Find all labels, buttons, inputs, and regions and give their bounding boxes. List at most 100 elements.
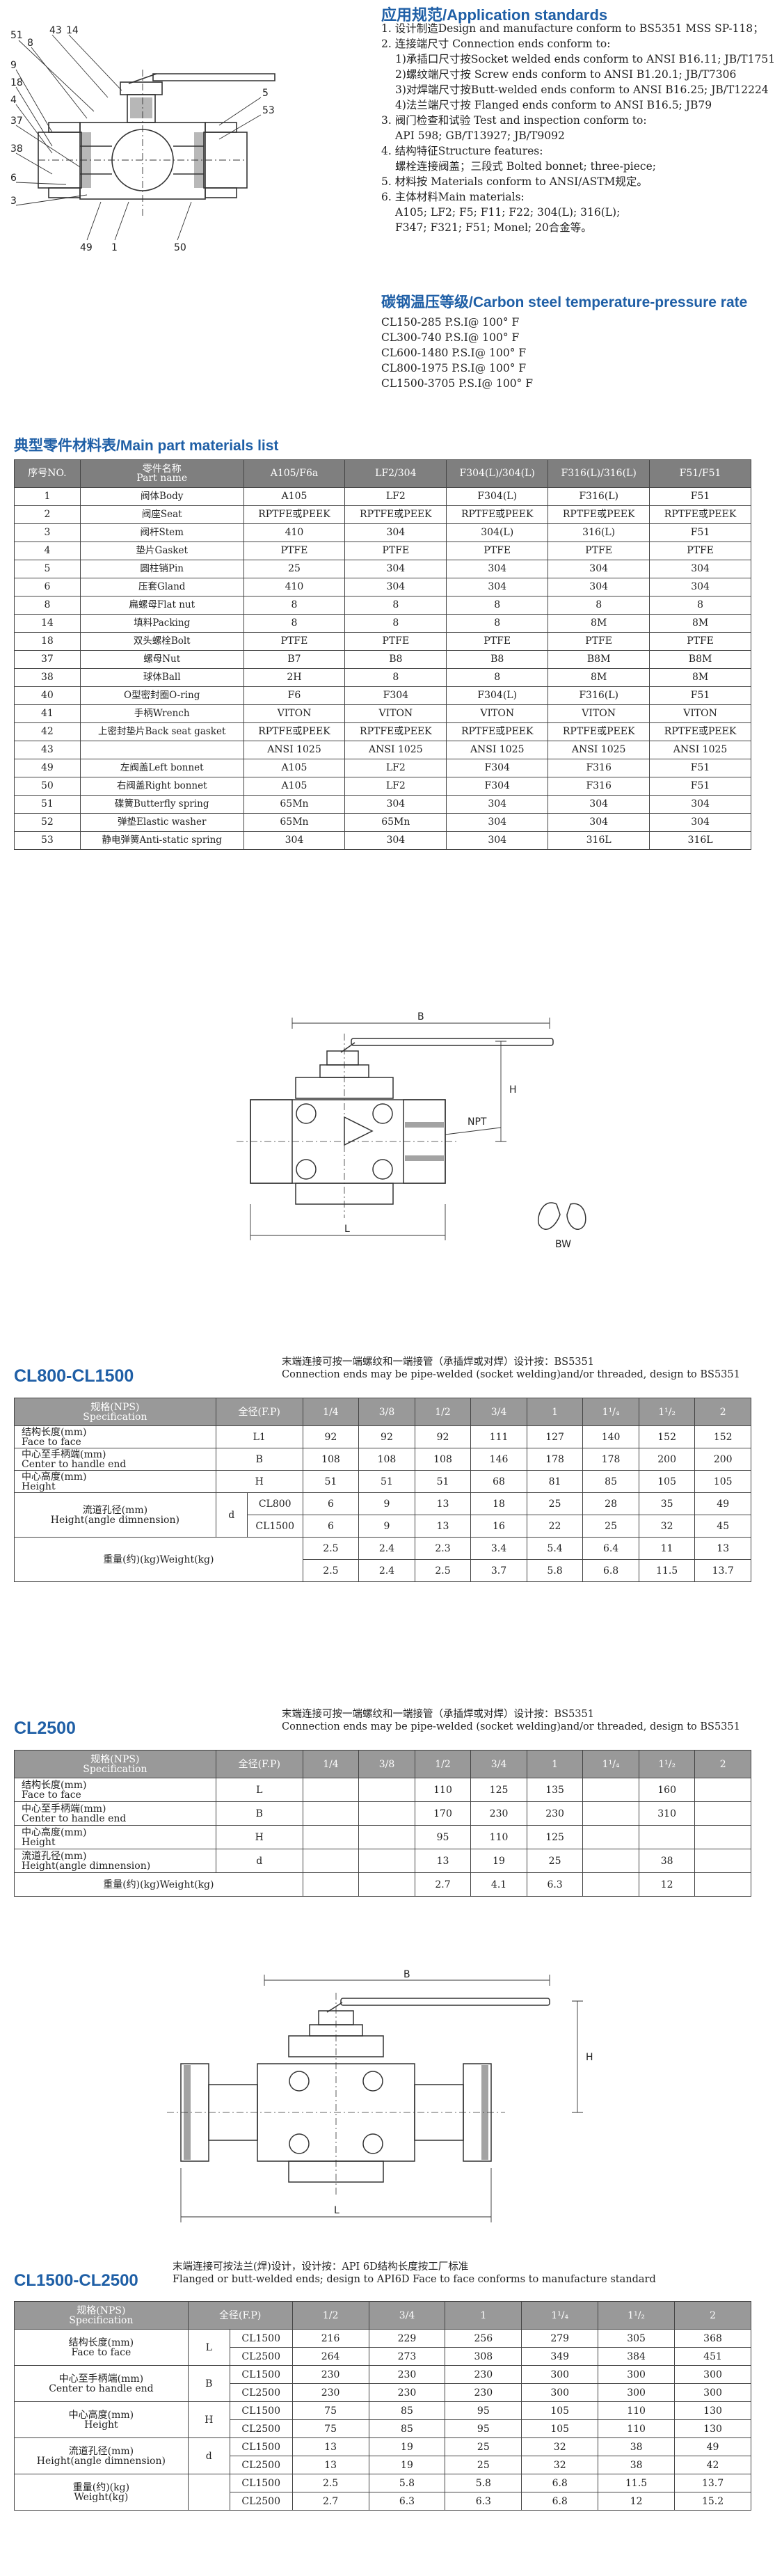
dim-value: 308 xyxy=(445,2347,522,2366)
cell-cn: 中心至手柄端(mm) xyxy=(22,1448,106,1460)
dim-value: 51 xyxy=(358,1470,415,1493)
dim-label: 流道孔径(mm)Height(angle dimnension) xyxy=(14,1849,216,1873)
material-cell: 304 xyxy=(446,560,549,578)
material-cell: 25 xyxy=(243,560,346,578)
part-no: 40 xyxy=(14,686,81,705)
material-cell: B8 xyxy=(344,650,447,669)
material-cell: RPTFE或PEEK xyxy=(649,505,751,524)
part-name-en: O-ring xyxy=(169,690,200,701)
label-14: 14 xyxy=(66,25,79,36)
part-name: 填料Packing xyxy=(79,614,244,633)
part-name: 静电弹簧Anti-static spring xyxy=(79,831,244,850)
dim-value: 300 xyxy=(521,2365,599,2384)
part-name: 右阀盖Right bonnet xyxy=(79,777,244,796)
cell-en: Height xyxy=(22,1836,56,1848)
material-cell: F51 xyxy=(649,487,751,506)
part-no: 53 xyxy=(14,831,81,850)
dim-value: 230 xyxy=(368,2365,446,2384)
size-header: 1¹/₄ xyxy=(582,1750,639,1778)
dim-symbol: L xyxy=(215,1778,303,1802)
material-cell: RPTFE或PEEK xyxy=(243,722,346,741)
dim-value: 45 xyxy=(694,1515,751,1538)
material-cell: PTFE xyxy=(548,632,650,651)
dim-value: 110 xyxy=(598,2401,676,2420)
part-no: 4 xyxy=(14,542,81,560)
material-cell: RPTFE或PEEK xyxy=(344,722,447,741)
part-name-cn: 螺母 xyxy=(143,654,163,665)
material-cell: PTFE xyxy=(548,542,650,560)
dim-value xyxy=(694,1849,751,1873)
dim-value: 230 xyxy=(291,2365,369,2384)
pressure-class: CL2500 xyxy=(229,2347,293,2366)
dim-value: 12 xyxy=(638,1872,696,1897)
cell-en: Face to face xyxy=(22,1789,81,1801)
material-cell: 65Mn xyxy=(243,795,346,814)
dim-value: 256 xyxy=(445,2329,522,2348)
size-header: 1/2 xyxy=(414,1398,472,1426)
material-cell: 304 xyxy=(446,795,549,814)
material-cell: F316(L) xyxy=(548,686,650,705)
material-cell: 316L xyxy=(649,831,751,850)
pressure-class: CL1500 xyxy=(229,2329,293,2348)
dim-value: 95 xyxy=(445,2401,522,2420)
dim-value: 130 xyxy=(674,2419,751,2438)
cell-cn: 中心至手柄端(mm) xyxy=(58,2373,144,2385)
spec-header: 规格(NPS)Specification xyxy=(14,2301,189,2330)
dim-value: 310 xyxy=(638,1801,696,1826)
dim-value xyxy=(582,1849,639,1873)
rate-line: CL300-740 P.S.I@ 100° F xyxy=(381,331,520,344)
size-header: 3/8 xyxy=(358,1750,415,1778)
label-3: 3 xyxy=(10,196,17,207)
cell-en: Face to face xyxy=(22,1436,81,1448)
dim-value: 140 xyxy=(582,1425,639,1448)
dim-value: 51 xyxy=(414,1470,472,1493)
size-header: 1 xyxy=(445,2301,522,2330)
dim-value xyxy=(582,1825,639,1849)
cell-en: Specification xyxy=(83,1763,147,1775)
size-header: 1¹/₂ xyxy=(638,1398,696,1426)
size-header: 1¹/₂ xyxy=(638,1750,696,1778)
spec-header: 规格(NPS)Specification xyxy=(14,1750,216,1778)
cell-en: Center to handle end xyxy=(22,1812,127,1824)
dim-value: 85 xyxy=(368,2419,446,2438)
handle-shape xyxy=(152,73,275,81)
col-material: F51/F51 xyxy=(649,459,751,488)
dim-value xyxy=(302,1801,360,1826)
bore-header: 全径(F.P) xyxy=(215,1398,303,1426)
dim-value: 25 xyxy=(526,1849,584,1873)
rates-list: CL150-285 P.S.I@ 100° F CL300-740 P.S.I@… xyxy=(381,315,533,391)
dim-value xyxy=(302,1872,360,1897)
dim-value: 178 xyxy=(582,1448,639,1471)
part-name-en: Back seat gasket xyxy=(145,726,226,737)
part-name-en: Bolt xyxy=(170,635,191,647)
material-cell: LF2 xyxy=(344,759,447,777)
part-no: 37 xyxy=(14,650,81,669)
part-name-en: Nut xyxy=(162,654,181,665)
dim-label-b: B xyxy=(417,1011,424,1022)
size-header: 3/4 xyxy=(470,1398,527,1426)
dim-symbol: B xyxy=(215,1801,303,1826)
material-cell: VITON xyxy=(548,704,650,723)
material-cell: 8M xyxy=(548,668,650,687)
part-name-cn: 双头螺栓 xyxy=(133,635,171,647)
material-cell: ANSI 1025 xyxy=(344,741,447,759)
dim-value: 105 xyxy=(694,1470,751,1493)
dim-label-bw: BW xyxy=(555,1239,571,1250)
dim-value: 105 xyxy=(521,2419,599,2438)
material-cell: 304(L) xyxy=(446,523,549,542)
std-item: 螺栓连接阀盖；三段式 Bolted bonnet; three-piece; xyxy=(395,160,656,173)
weight-label: 重量(约)(kg)Weight(kg) xyxy=(14,1872,303,1897)
material-cell: 304 xyxy=(446,813,549,832)
part-no: 38 xyxy=(14,668,81,687)
dim-label: 中心至手柄端(mm)Center to handle end xyxy=(14,1801,216,1826)
std-item: 1. 设计制造Design and manufacture conform to… xyxy=(381,22,764,35)
